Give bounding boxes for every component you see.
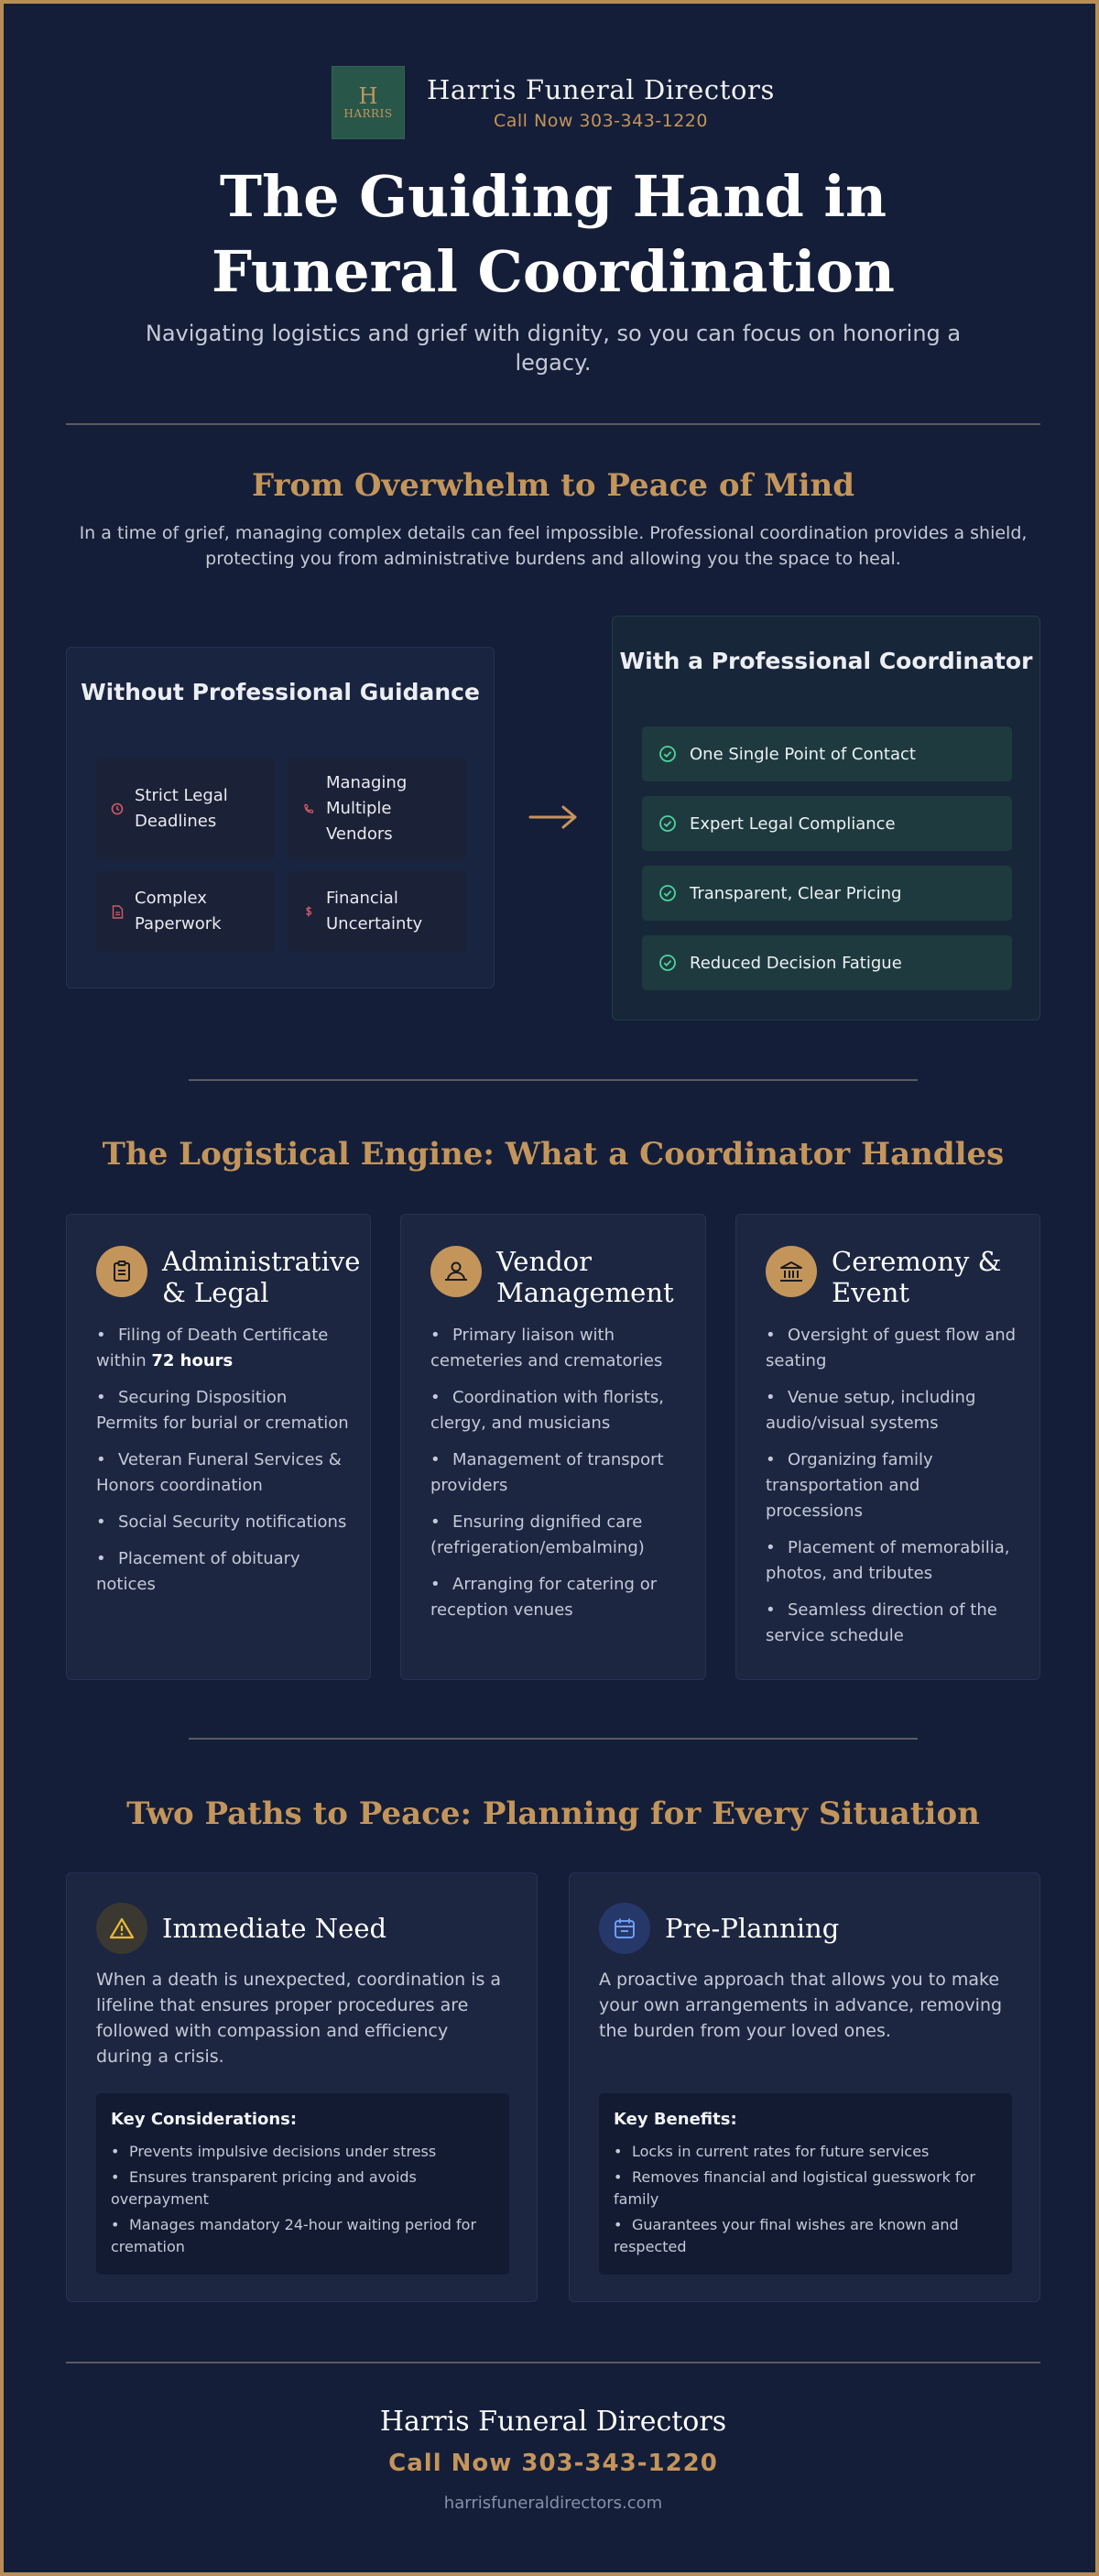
benefit-label: Reduced Decision Fatigue — [690, 953, 902, 973]
list-item: •Filing of Death Certificate within 72 h… — [96, 1326, 329, 1370]
list-item: •Placement of obituary notices — [96, 1549, 300, 1594]
check-circle-icon — [658, 884, 677, 902]
document-icon — [111, 904, 124, 919]
list-item: •Venue setup, including audio/visual sys… — [766, 1388, 976, 1433]
list-item: •Prevents impulsive decisions under stre… — [111, 2143, 437, 2160]
list-item: •Securing Disposition Permits for burial… — [96, 1388, 349, 1433]
logo: H HARRIS — [331, 66, 405, 139]
without-guidance-panel: Without Professional Guidance Strict Leg… — [66, 647, 495, 988]
list-item: •Management of transport providers — [430, 1450, 664, 1495]
with-coordinator-panel: With a Professional Coordinator One Sing… — [612, 616, 1040, 1021]
list-item: •Placement of memorabilia, photos, and t… — [766, 1538, 1010, 1583]
divider — [66, 423, 1040, 425]
list-item: •Locks in current rates for future servi… — [614, 2143, 930, 2160]
card-title: Immediate Need — [162, 1913, 387, 1944]
clipboard-icon — [96, 1246, 147, 1297]
benefit-item: One Single Point of Contact — [642, 726, 1012, 781]
pain-item: Strict Legal Deadlines — [96, 758, 275, 860]
check-circle-icon — [658, 814, 677, 833]
section-title-paths: Two Paths to Peace: Planning for Every S… — [126, 1796, 980, 1832]
key-considerations-title: Key Considerations: — [111, 2110, 298, 2129]
brand-header: H HARRIS Harris Funeral Directors Call N… — [4, 66, 1099, 139]
benefit-label: Expert Legal Compliance — [690, 813, 896, 834]
page-subtitle: Navigating logistics and grief with dign… — [145, 321, 962, 376]
card-description: A proactive approach that allows you to … — [599, 1970, 1003, 2041]
card-pre-planning: Pre-Planning A proactive approach that a… — [569, 1872, 1040, 2302]
card-title: Pre-Planning — [665, 1913, 840, 1944]
pain-item-label: Financial Uncertainty — [326, 889, 423, 933]
card-ceremony: Ceremony & Event •Oversight of guest flo… — [735, 1214, 1040, 1680]
benefit-item: Transparent, Clear Pricing — [642, 866, 1012, 921]
card-administrative: Administrative & Legal •Filing of Death … — [66, 1214, 371, 1680]
with-coordinator-title: With a Professional Coordinator — [619, 648, 1033, 674]
card-title: Administrative & Legal — [162, 1246, 361, 1308]
footer-business-name: Harris Funeral Directors — [379, 2406, 727, 2438]
list-item: •Organizing family transportation and pr… — [766, 1450, 933, 1521]
list-item: •Removes financial and logistical guessw… — [614, 2168, 975, 2208]
benefit-item: Expert Legal Compliance — [642, 796, 1012, 851]
benefit-label: One Single Point of Contact — [690, 744, 916, 764]
list-item: •Oversight of guest flow and seating — [766, 1326, 1017, 1370]
logo-letter: H — [358, 83, 378, 109]
section-title-overwhelm: From Overwhelm to Peace of Mind — [251, 467, 855, 504]
page-title: The Guiding Hand in Funeral Coordination — [212, 163, 895, 305]
card-title: Vendor Management — [496, 1246, 674, 1308]
pain-item-label: Strict Legal Deadlines — [135, 786, 228, 831]
logo-text: HARRIS — [343, 107, 393, 120]
card-title: Ceremony & Event — [832, 1246, 1002, 1308]
list-item: •Arranging for catering or reception ven… — [430, 1575, 658, 1620]
footer-phone-link[interactable]: Call Now 303-343-1220 — [388, 2450, 718, 2477]
check-circle-icon — [658, 745, 677, 763]
pain-item: Managing Multiple Vendors — [288, 758, 466, 860]
pain-item: Financial Uncertainty — [288, 871, 466, 952]
list-item: •Ensuring dignified care (refrigeration/… — [430, 1512, 645, 1557]
without-guidance-title: Without Professional Guidance — [81, 679, 480, 705]
pain-item-label: Managing Multiple Vendors — [326, 773, 408, 844]
benefit-item: Reduced Decision Fatigue — [642, 935, 1012, 990]
calendar-icon — [599, 1903, 650, 1954]
card-vendor: Vendor Management •Primary liaison with … — [400, 1214, 706, 1680]
footer-website-link[interactable]: harrisfuneraldirectors.com — [443, 2494, 663, 2513]
key-considerations-box: Key Considerations: •Prevents impulsive … — [96, 2093, 509, 2275]
pain-item: Complex Paperwork — [96, 871, 275, 952]
building-icon — [766, 1246, 817, 1297]
phone-icon — [302, 802, 315, 815]
list-item: •Guarantees your final wishes are known … — [614, 2216, 959, 2255]
benefit-label: Transparent, Clear Pricing — [690, 883, 902, 903]
check-circle-icon — [658, 954, 677, 972]
business-name: Harris Funeral Directors — [426, 74, 775, 105]
warning-icon — [96, 1903, 147, 1954]
arrow-right-icon — [528, 801, 580, 834]
divider — [189, 1738, 918, 1740]
key-benefits-title: Key Benefits: — [614, 2110, 737, 2129]
key-benefits-box: Key Benefits: •Locks in current rates fo… — [599, 2093, 1012, 2275]
dollar-icon — [302, 905, 315, 918]
list-item: •Veteran Funeral Services & Honors coord… — [96, 1450, 342, 1495]
phone-link[interactable]: Call Now 303-343-1220 — [493, 111, 708, 131]
list-item: •Ensures transparent pricing and avoids … — [111, 2168, 417, 2208]
list-item: •Primary liaison with cemeteries and cre… — [430, 1326, 663, 1370]
list-item: •Social Security notifications — [96, 1512, 347, 1532]
card-description: When a death is unexpected, coordination… — [96, 1970, 502, 2067]
divider — [66, 2362, 1040, 2363]
divider — [189, 1079, 918, 1081]
clock-icon — [111, 802, 124, 815]
person-icon — [430, 1246, 482, 1297]
list-item: •Manages mandatory 24-hour waiting perio… — [111, 2216, 477, 2255]
card-immediate-need: Immediate Need When a death is unexpecte… — [66, 1872, 538, 2302]
pain-item-label: Complex Paperwork — [135, 889, 222, 933]
section-title-engine: The Logistical Engine: What a Coordinato… — [102, 1136, 1005, 1173]
section-text-overwhelm: In a time of grief, managing complex det… — [79, 523, 1028, 569]
highlight-72-hours: 72 hours — [151, 1351, 234, 1370]
list-item: •Seamless direction of the service sched… — [766, 1600, 997, 1645]
list-item: •Coordination with florists, clergy, and… — [430, 1388, 664, 1433]
